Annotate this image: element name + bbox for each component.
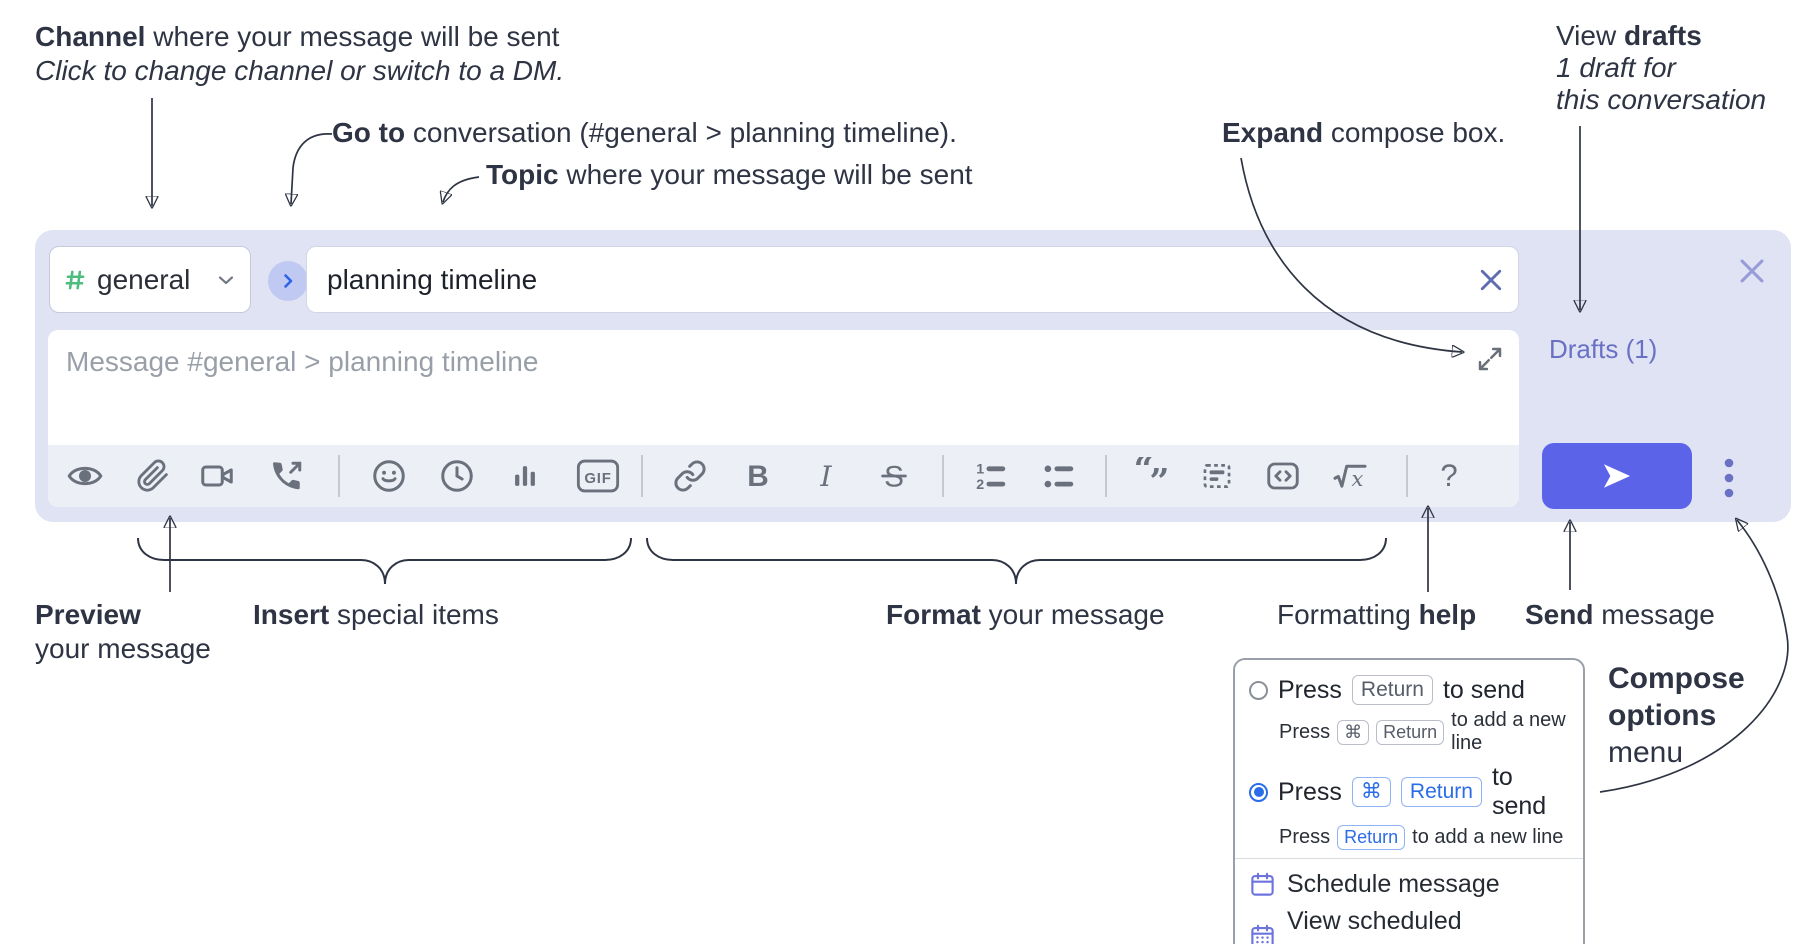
expand-compose-button[interactable] (1473, 342, 1507, 376)
preview-annotation: Preview your message (35, 599, 211, 664)
return-keycap: Return (1337, 825, 1406, 850)
svg-text:1: 1 (976, 462, 984, 478)
bold-icon[interactable]: B (741, 459, 775, 493)
expand-annotation: Expand compose box. (1222, 117, 1506, 148)
bulleted-list-icon[interactable] (1041, 458, 1077, 494)
topic-input[interactable] (325, 262, 1474, 297)
radio-selected[interactable] (1249, 782, 1268, 802)
topic-annotation: Topic where your message will be sent (486, 159, 973, 190)
cmd-keycap: ⌘ (1337, 719, 1370, 745)
go-to-conversation-button[interactable] (268, 261, 308, 301)
chevron-down-icon (214, 268, 238, 292)
svg-text:x: x (1352, 467, 1364, 491)
gif-icon[interactable]: GIF (576, 458, 620, 494)
svg-text:I: I (819, 460, 832, 493)
compose-options-button[interactable] (1715, 452, 1743, 504)
toolbar-divider (942, 455, 944, 497)
drafts-link[interactable]: Drafts (1) (1543, 333, 1663, 366)
return-keycap: Return (1351, 675, 1433, 705)
compose-options-annotation: Compose options menu (1608, 662, 1745, 769)
insert-annotation: Insert special items (253, 599, 499, 630)
send-annotation: Send message (1525, 599, 1715, 630)
toolbar-divider (1105, 455, 1107, 497)
option-text: Press (1278, 675, 1342, 704)
return-keycap: Return (1376, 719, 1445, 745)
topic-field-wrapper (306, 246, 1519, 313)
option-text: to send (1491, 763, 1547, 820)
calendar-grid-icon (1249, 923, 1276, 944)
italic-icon[interactable]: I (809, 459, 843, 493)
link-icon[interactable] (673, 459, 707, 493)
channel-hash-icon (62, 267, 88, 293)
send-option-return[interactable]: Press Return to send (1249, 675, 1569, 705)
view-scheduled-messages-item[interactable]: View scheduled messages (1249, 903, 1569, 944)
preview-icon[interactable] (67, 458, 103, 494)
code-icon[interactable] (1265, 458, 1301, 494)
svg-text:“: “ (1134, 457, 1154, 490)
menu-item-label: View scheduled messages (1287, 907, 1462, 944)
compose-options-menu: Press Return to send Press ⌘ Return to a… (1233, 658, 1585, 944)
cmd-keycap: ⌘ (1351, 777, 1391, 807)
svg-text:?: ? (1440, 459, 1457, 493)
toolbar-divider (641, 455, 643, 497)
svg-text:GIF: GIF (584, 470, 611, 487)
radio-unselected[interactable] (1249, 680, 1268, 700)
toolbar-divider (1406, 455, 1408, 497)
channel-name: general (97, 263, 191, 295)
schedule-message-item[interactable]: Schedule message (1249, 866, 1569, 903)
format-annotation: Format your message (886, 599, 1165, 630)
calendar-icon (1249, 871, 1276, 898)
chevron-right-icon (276, 269, 300, 293)
svg-text:B: B (747, 460, 769, 493)
numbered-list-icon[interactable]: 1 2 (973, 458, 1009, 494)
channel-selector[interactable]: general (49, 246, 251, 313)
option-text: Press (1278, 777, 1342, 806)
quote-icon[interactable]: “ ” (1132, 457, 1170, 495)
emoji-icon[interactable] (371, 458, 407, 494)
toolbar-divider (338, 455, 340, 497)
math-icon[interactable]: x (1330, 458, 1370, 494)
strikethrough-icon[interactable]: S (877, 459, 911, 493)
compose-toolbar: GIF B I (48, 445, 1519, 507)
close-compose-button[interactable] (1733, 252, 1771, 290)
channel-annotation: Channel where your message will be sent … (35, 21, 565, 86)
send-option-cmd-return[interactable]: Press ⌘ Return to send (1249, 763, 1569, 821)
formatting-help-icon[interactable]: ? (1432, 459, 1466, 493)
message-area: GIF B I (48, 330, 1519, 507)
message-input[interactable] (48, 330, 1519, 443)
send-icon (1601, 460, 1633, 492)
vertical-dots-icon (1723, 457, 1735, 499)
compose-box: general (35, 230, 1791, 522)
svg-text:2: 2 (976, 477, 984, 493)
spoiler-icon[interactable] (1200, 459, 1234, 493)
close-icon (1735, 254, 1769, 288)
poll-icon[interactable] (508, 459, 542, 493)
menu-item-label: Schedule message (1287, 870, 1500, 898)
option-text: to send (1442, 675, 1525, 704)
send-option-return-sub: Press ⌘ Return to add a new line (1279, 709, 1566, 754)
voice-call-icon[interactable] (269, 458, 305, 494)
attach-file-icon[interactable] (136, 459, 170, 493)
view-drafts-annotation: View drafts 1 draft for this conversatio… (1556, 20, 1767, 115)
send-button[interactable] (1542, 443, 1692, 509)
formatting-help-annotation: Formatting help (1277, 599, 1477, 630)
close-icon (1476, 265, 1506, 295)
svg-text:”: ” (1149, 461, 1169, 495)
return-keycap: Return (1400, 777, 1482, 807)
expand-icon (1475, 344, 1505, 374)
clear-topic-button[interactable] (1474, 263, 1508, 297)
goto-annotation: Go to conversation (#general > planning … (332, 117, 957, 148)
menu-divider (1235, 858, 1583, 859)
time-icon[interactable] (439, 458, 475, 494)
video-call-icon[interactable] (199, 458, 235, 494)
send-option-cmd-return-sub: Press Return to add a new line (1279, 825, 1564, 850)
